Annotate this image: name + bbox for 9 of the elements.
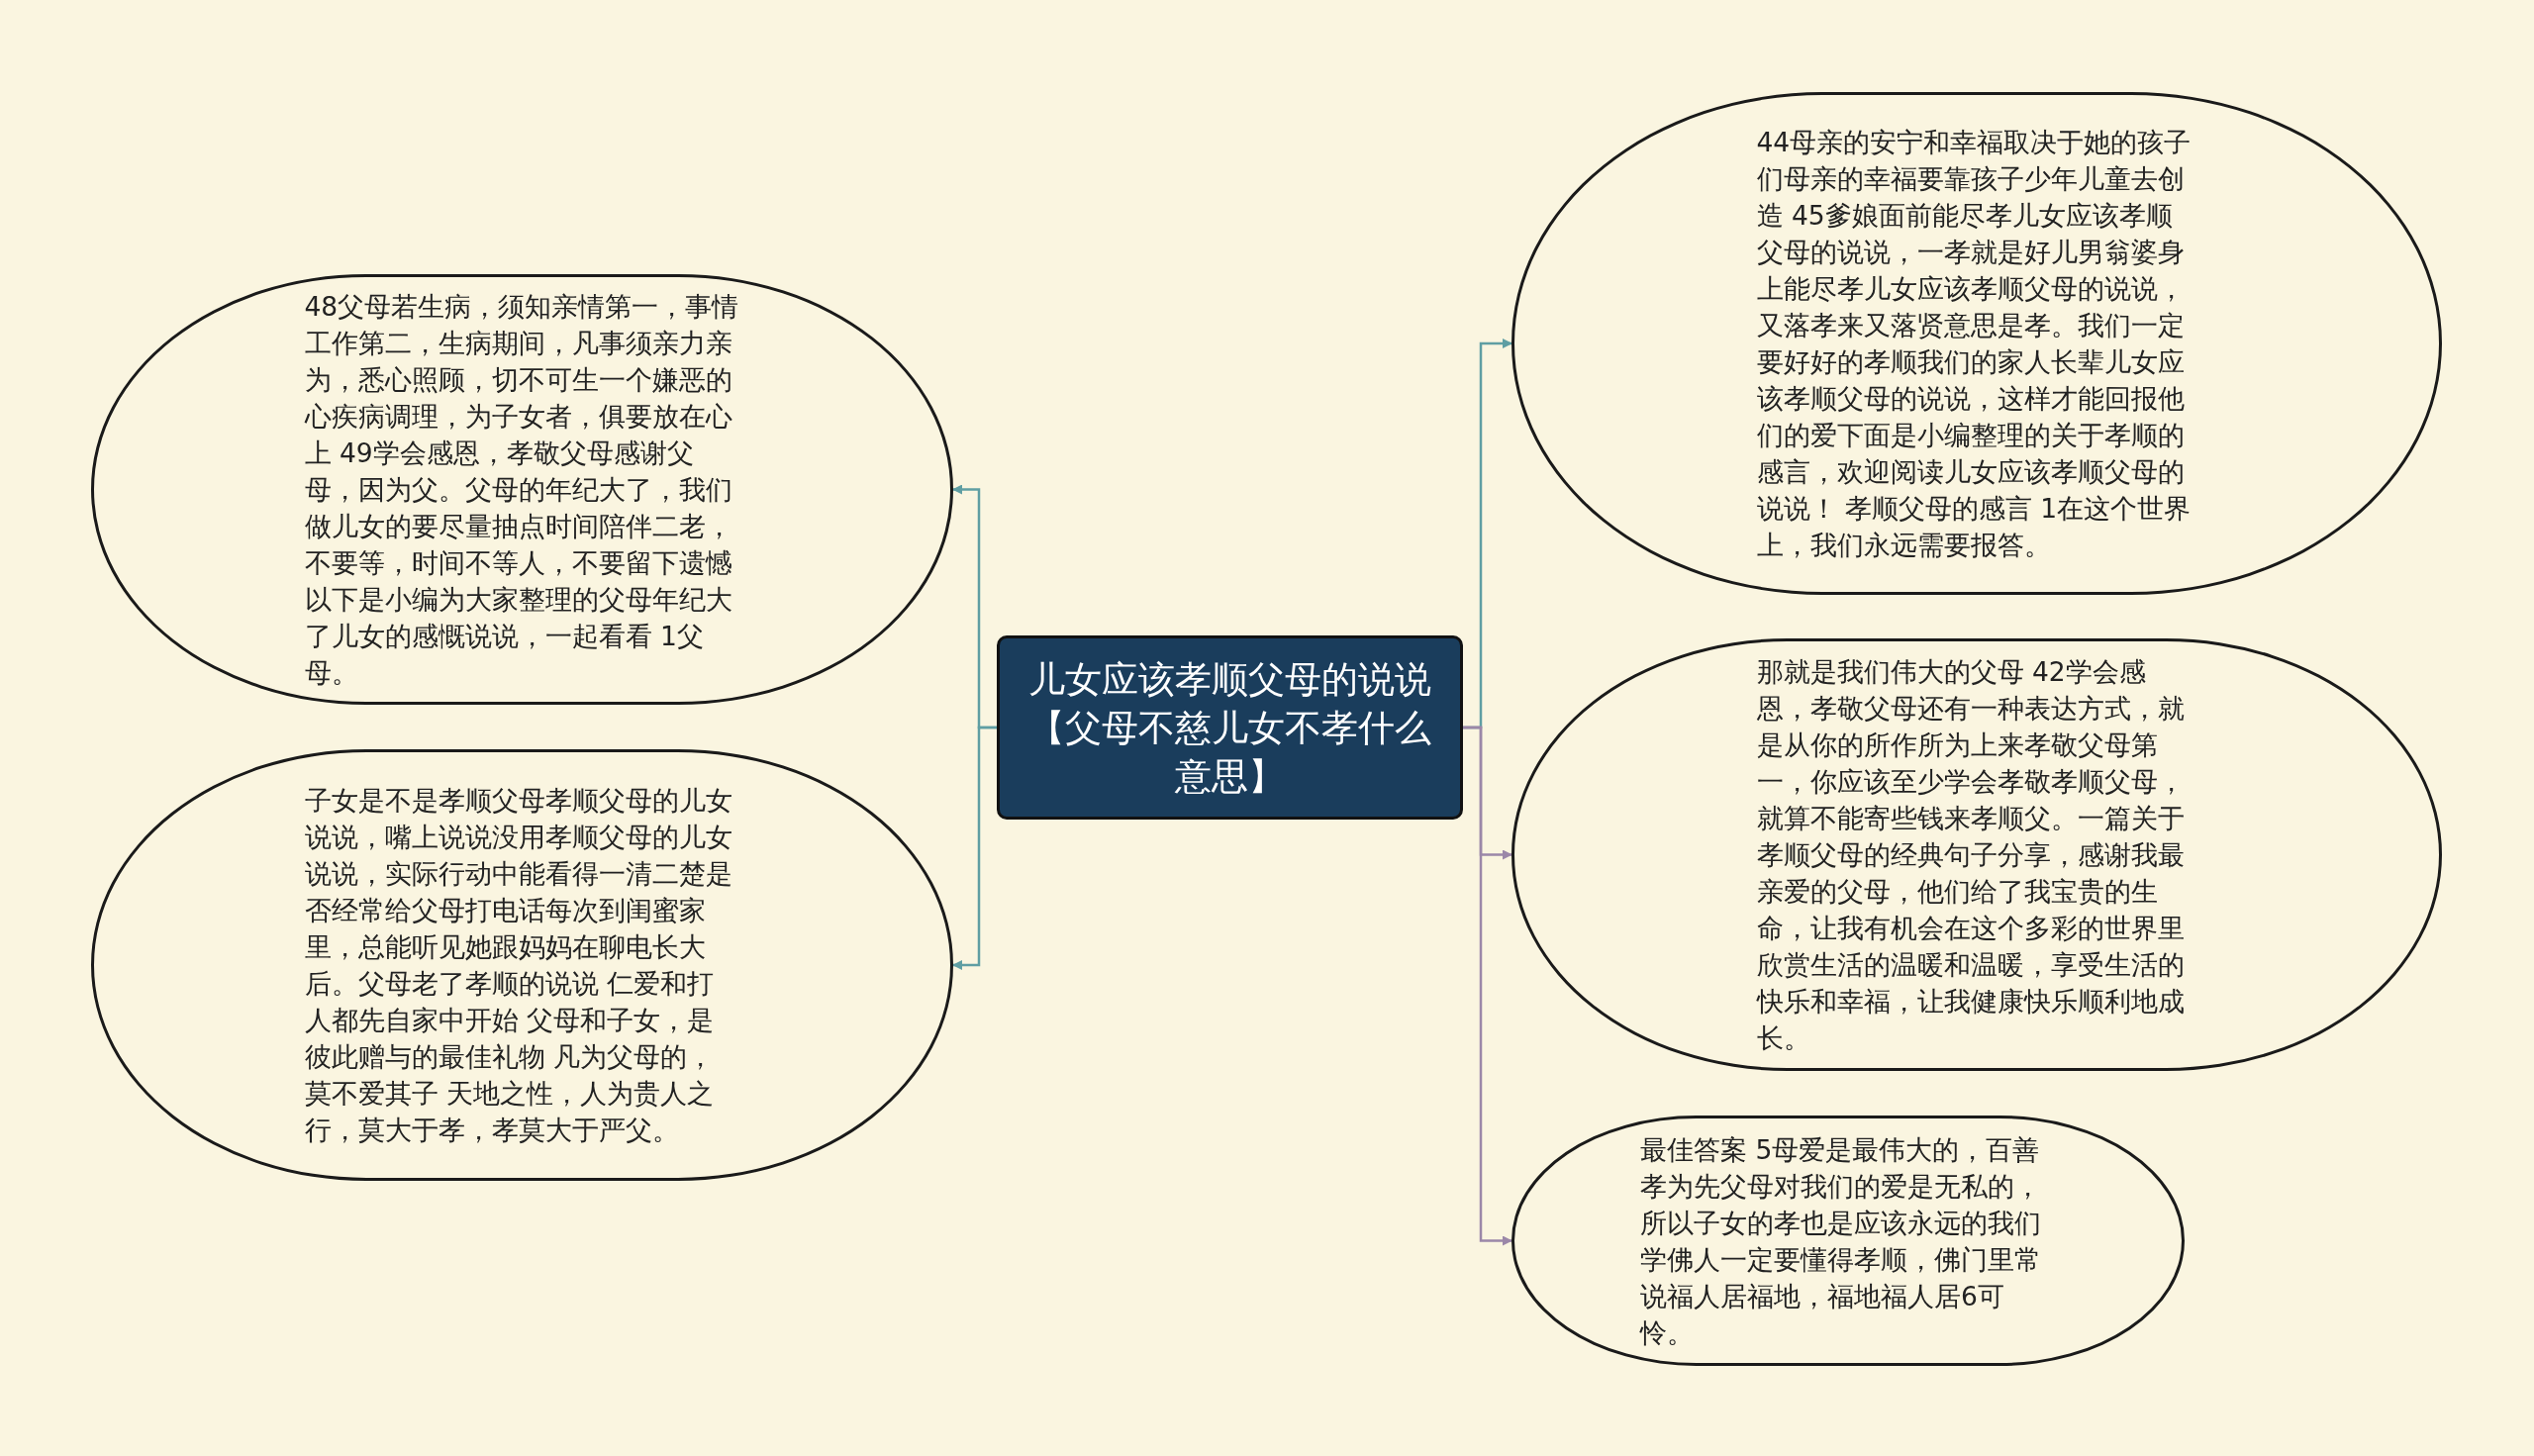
connector-arrow (952, 726, 997, 970)
paragraph-text: 最佳答案 5母爱是最伟大的，百善孝为先父母对我们的爱是无私的，所以子女的孝也是应该永远的我们学佛人一定要懂得孝顺，佛门里常说福人居福地，福地福人居6可怜。 (1640, 1132, 2042, 1350)
topic-title: 儿女应该孝顺父母的说说【父母不慈儿女不孝什么意思】 (1027, 656, 1432, 800)
paragraph-text: 那就是我们伟大的父母 42学会感恩，孝敬父母还有一种表达方式，就是从你的所作所为上来孝敬父母第一，你应该至少学会孝敬孝顺父母，就算不能寄些钱来孝顺父。一篇关于孝顺父母的经典句子分享，感谢我最亲爱的父母，他们给了我宝贵的生命，让我有机会在这个多彩的世界里欣赏生活的温暖和温暖，享受生活的快乐和幸福，让我健康快乐顺利地成长。 (1756, 655, 2186, 1055)
paragraph-text: 子女是不是孝顺父母孝顺父母的儿女说说，嘴上说说没用孝顺父母的儿女说说，实际行动中能看得一清二楚是否经常给父母打电话每次到闺蜜家里，总能听见她跟妈妈在聊电长大后。父母老了孝顺的说说 仁爱和打人都先自家中开始 父母和子女，是彼此赠与的最佳礼物 凡为父母的，莫不爱其子 天地之性，人为贵人之行，莫大于孝，孝莫大于严父。 (304, 784, 733, 1147)
paragraph-text: 48父母若生病，须知亲情第一，事情工作第二，生病期间，凡事须亲力亲为，悉心照顾，切不可生一个嫌恶的心疾病调理，为子女者，俱要放在心上 49学会感恩，孝敬父母感谢父母，因为父。父母的年纪大了，我们做儿女的要尽量抽点时间陪伴二老，不要等，时间不等人，不要留下遗憾以下是小编为大家整理的父母年纪大了儿女的感慨说说，一起看看 1父母。 (304, 290, 740, 690)
topic-box (997, 635, 1463, 820)
connector-arrow (1463, 726, 1512, 1246)
paragraph-text: 44母亲的安宁和幸福取决于她的孩子们母亲的幸福要靠孩子少年儿童去创造 45爹娘面前能尽孝儿女应该孝顺父母的说说，一孝就是好儿男翁婆身上能尽孝儿女应该孝顺父母的说说，又落孝来又落贤意思是孝。我们一定要好好的孝顺我们的家人长辈儿女应该孝顺父母的说说，这样才能回报他们的爱下面是小编整理的关于孝顺的感言，欢迎阅读儿女应该孝顺父母的说说！ 孝顺父母的感言 1在这个世界上，我们永远需要报答。 (1756, 126, 2193, 562)
